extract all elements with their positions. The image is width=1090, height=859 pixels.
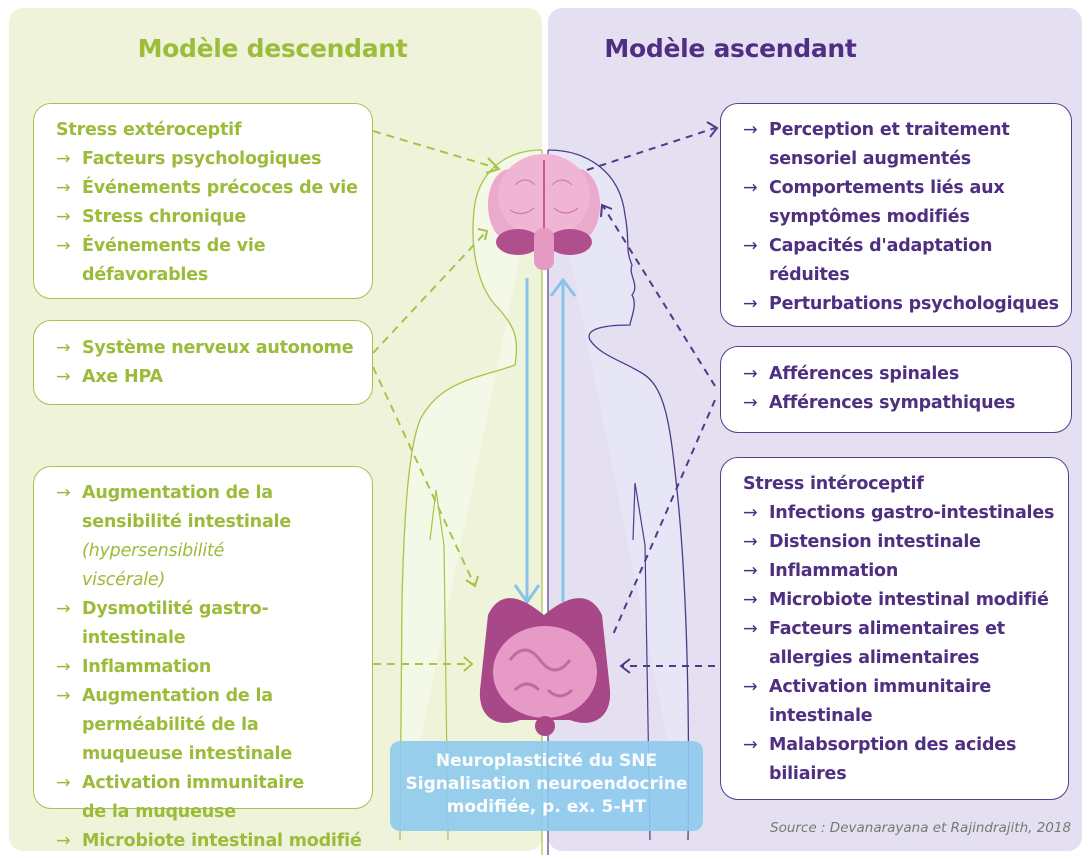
list-item: →Malabsorption des acides biliaires: [743, 731, 1058, 789]
list-item: →Système nerveux autonome: [56, 334, 362, 363]
arrow-right-icon: →: [56, 599, 71, 619]
arrow-right-icon: →: [56, 338, 71, 358]
list-item: →Perception et traitement sensoriel augm…: [743, 116, 1061, 174]
list-item: →Axe HPA: [56, 363, 362, 392]
arrow-right-icon: →: [743, 561, 758, 581]
arrow-right-icon: →: [56, 178, 71, 198]
list-item: →Comportements liés aux symptômes modifi…: [743, 174, 1061, 232]
item-note: (hypersensibilité viscérale): [82, 541, 225, 590]
brain-icon: [488, 154, 600, 270]
arrow-right-icon: →: [56, 686, 71, 706]
autonomic-box: →Système nerveux autonome →Axe HPA: [33, 320, 373, 405]
list-item: →Afférences spinales: [743, 360, 1061, 389]
arrow-right-icon: →: [56, 236, 71, 256]
list-item: →Événements de vie défavorables: [56, 232, 362, 290]
list-item: →Facteurs alimentaires et allergies alim…: [743, 615, 1058, 673]
arrow-right-icon: →: [56, 657, 71, 677]
box-heading: Stress extéroceptif: [56, 120, 242, 140]
list-item: →Infections gastro-intestinales: [743, 499, 1058, 528]
human-silhouette-right: [547, 149, 690, 841]
list-item: →Inflammation: [743, 557, 1058, 586]
box-heading: Stress intéroceptif: [743, 474, 924, 494]
arrow-right-icon: →: [56, 367, 71, 387]
list-item: →Facteurs psychologiques: [56, 145, 362, 174]
arrow-right-icon: →: [743, 236, 758, 256]
afferents-box: →Afférences spinales →Afférences sympath…: [720, 346, 1072, 433]
gut-effects-box: →Augmentation de la sensibilité intestin…: [33, 466, 373, 851]
arrow-right-icon: →: [743, 619, 758, 639]
arrow-right-icon: →: [56, 149, 71, 169]
arrow-right-icon: →: [743, 364, 758, 384]
arrow-right-icon: →: [743, 677, 758, 697]
arrow-right-icon: →: [743, 294, 758, 314]
list-item: →Activation immunitaire de la muqueuse: [56, 769, 362, 827]
list-item: →Activation immunitaire intestinale: [743, 673, 1058, 731]
signal-line: modifiée, p. ex. 5-HT: [446, 797, 647, 817]
arrow-right-icon: →: [743, 735, 758, 755]
ascending-model-title: Modèle ascendant: [604, 34, 857, 63]
arrow-right-icon: →: [743, 393, 758, 413]
arrow-right-icon: →: [743, 532, 758, 552]
exteroceptive-stress-box: Stress extéroceptif →Facteurs psychologi…: [33, 103, 373, 299]
list-item: →Stress chronique: [56, 203, 362, 232]
arrow-right-icon: →: [743, 178, 758, 198]
arrow-right-icon: →: [743, 590, 758, 610]
interoceptive-stress-box: Stress intéroceptif →Infections gastro-i…: [720, 457, 1069, 800]
arrow-right-icon: →: [56, 483, 71, 503]
list-item: →Inflammation: [56, 653, 362, 682]
arrow-right-icon: →: [743, 503, 758, 523]
list-item: →Événements précoces de vie: [56, 174, 362, 203]
signal-line: Neuroplasticité du SNE: [435, 751, 658, 771]
list-item: →Dysmotilité gastro-intestinale: [56, 595, 362, 653]
descending-model-title: Modèle descendant: [137, 34, 408, 63]
list-item: →Distension intestinale: [743, 528, 1058, 557]
list-item: →Afférences sympathiques: [743, 389, 1061, 418]
arrow-right-icon: →: [56, 831, 71, 851]
list-item: →Capacités d'adaptation réduites: [743, 232, 1061, 290]
arrow-right-icon: →: [56, 207, 71, 227]
source-citation: Source : Devanarayana et Rajindrajith, 2…: [770, 820, 1072, 836]
list-item: →Microbiote intestinal modifié: [743, 586, 1058, 615]
signal-line: Signalisation neuroendocrine: [405, 774, 688, 794]
ens-signaling-box: Neuroplasticité du SNE Signalisation neu…: [390, 741, 703, 831]
central-effects-box: →Perception et traitement sensoriel augm…: [720, 103, 1072, 327]
intestine-icon: [479, 598, 611, 736]
list-item: →Augmentation de la perméabilité de la m…: [56, 682, 362, 769]
arrow-right-icon: →: [743, 120, 758, 140]
list-item: →Perturbations psychologiques: [743, 290, 1061, 319]
list-item: →Microbiote intestinal modifié: [56, 827, 362, 856]
list-item: →Augmentation de la sensibilité intestin…: [56, 479, 362, 595]
arrow-right-icon: →: [56, 773, 71, 793]
human-silhouette-left: [399, 149, 543, 841]
